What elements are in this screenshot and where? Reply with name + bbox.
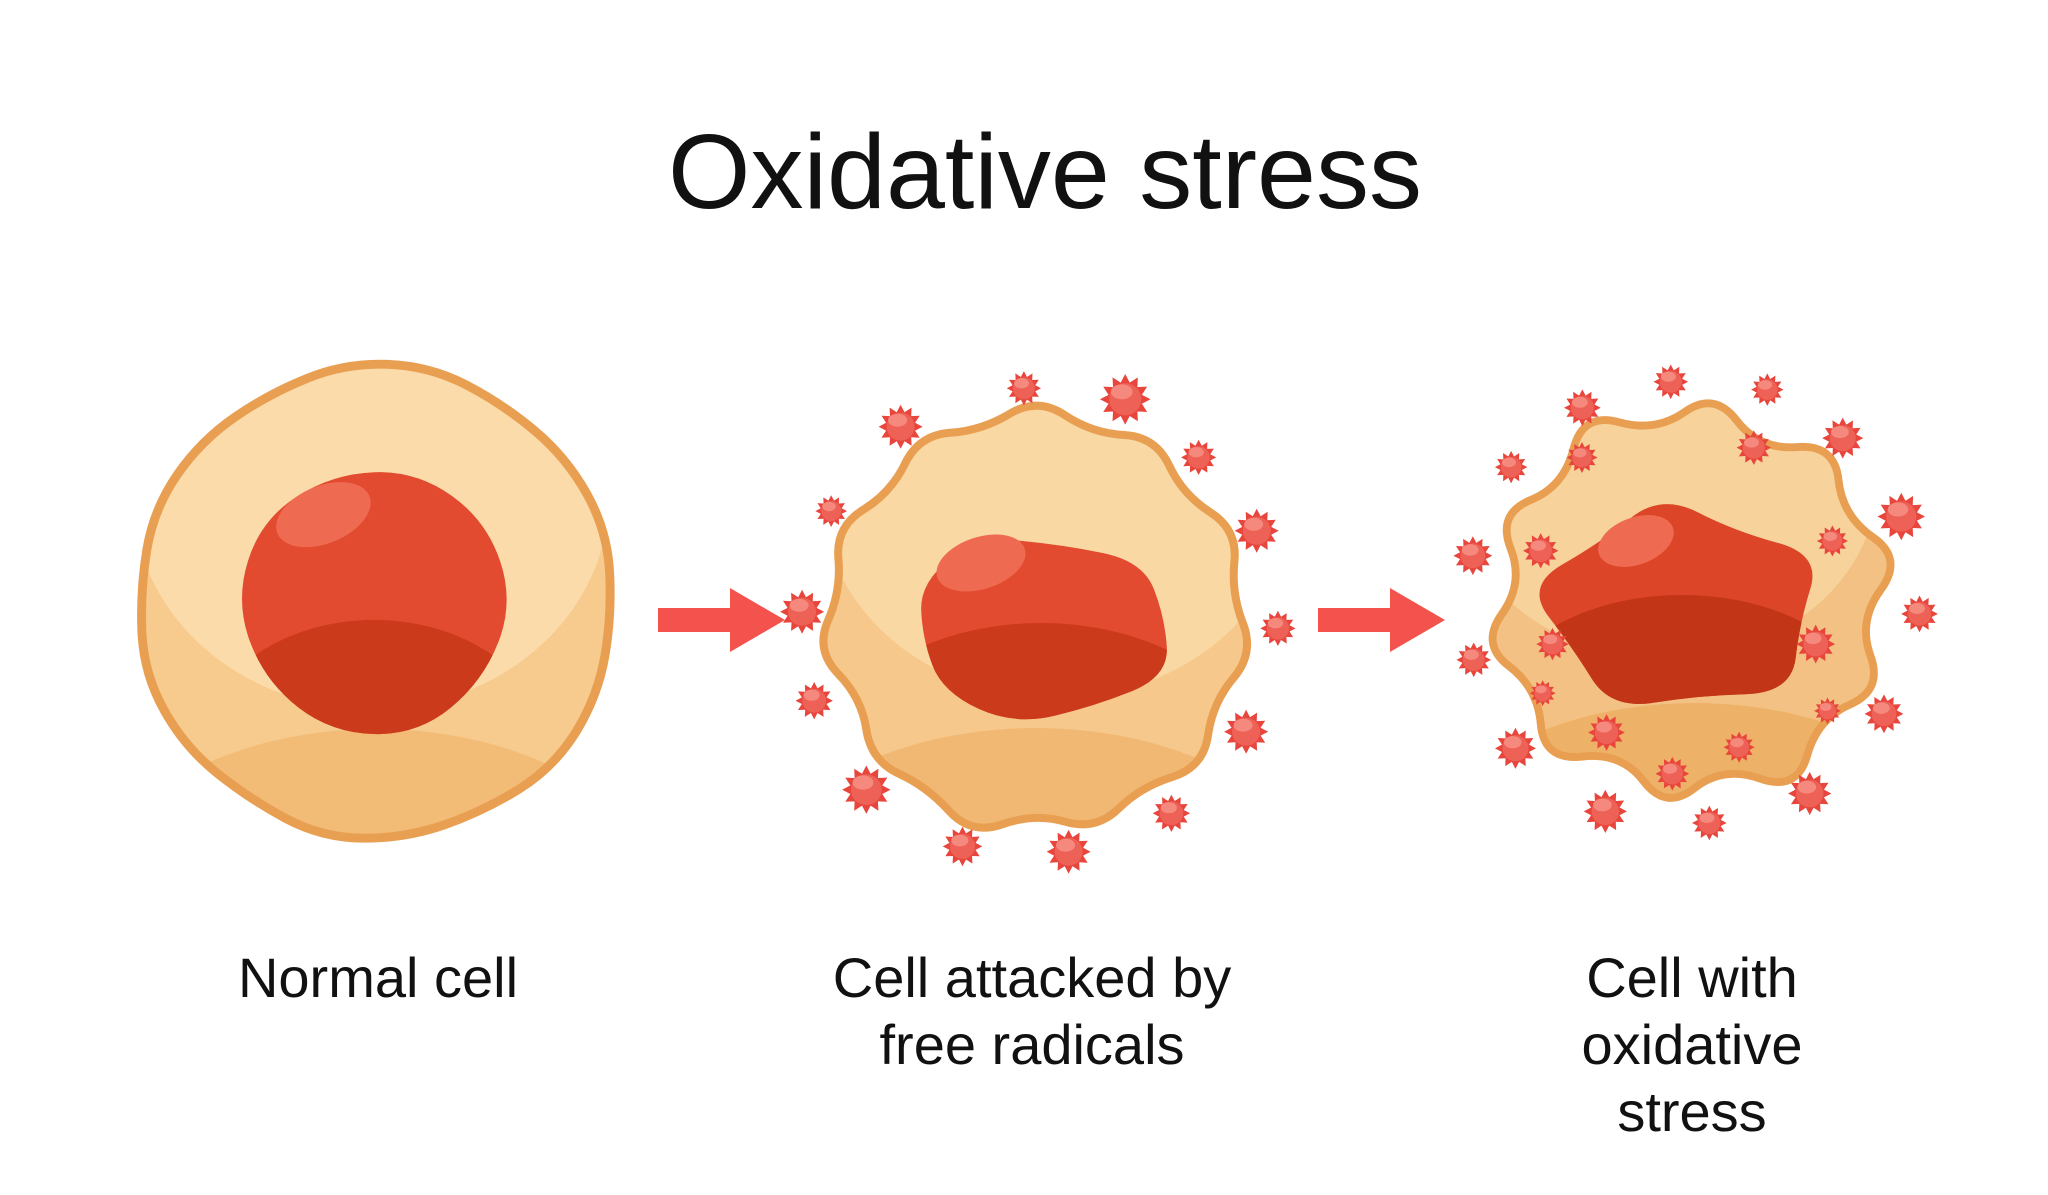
- free-radical-icon: [1814, 697, 1841, 725]
- free-radical-icon: [942, 826, 983, 867]
- free-radical-icon: [1494, 450, 1528, 484]
- free-radical-icon: [780, 589, 825, 634]
- free-radical-icon: [878, 404, 923, 449]
- stressed-cell-figure: [1453, 364, 1938, 841]
- right-arrow-icon: [1318, 588, 1445, 652]
- free-radical-icon: [1751, 373, 1784, 406]
- free-radical-icon: [1588, 714, 1625, 751]
- free-radical-icon: [1529, 680, 1556, 707]
- free-radical-icon: [1099, 374, 1151, 425]
- normal-cell-label: Normal cell: [237, 946, 519, 1009]
- free-radical-icon: [1864, 694, 1904, 734]
- stressed-cell-label: Cell with oxidative stress: [1581, 946, 1803, 1143]
- free-radical-icon: [1152, 794, 1191, 832]
- free-radical-icon: [1456, 642, 1492, 678]
- diagram-title: Oxidative stress: [667, 113, 1423, 231]
- free-radical-icon: [1822, 417, 1864, 459]
- free-radical-icon: [1224, 709, 1269, 754]
- free-radical-icon: [842, 765, 891, 814]
- free-radical-icon: [1655, 756, 1690, 791]
- free-radical-icon: [1736, 430, 1772, 465]
- free-radical-icon: [1566, 441, 1598, 474]
- free-radical-icon: [795, 682, 833, 720]
- attacked-cell-figure: [780, 371, 1296, 874]
- free-radical-icon: [1816, 525, 1848, 557]
- free-radical-icon: [1453, 536, 1493, 576]
- free-radical-icon: [1901, 595, 1938, 633]
- free-radical-icon: [1877, 492, 1926, 541]
- free-radical-icon: [1234, 508, 1279, 553]
- attacked-cell-label: Cell attacked by free radicals: [832, 946, 1232, 1076]
- free-radical-icon: [1181, 439, 1217, 475]
- free-radical-icon: [1046, 829, 1091, 874]
- free-radical-icon: [1796, 624, 1836, 664]
- free-radical-icon: [1653, 364, 1689, 400]
- free-radical-icon: [1563, 389, 1601, 427]
- right-arrow-icon: [658, 588, 785, 652]
- free-radical-icon: [1260, 610, 1296, 646]
- free-radical-icon: [1692, 805, 1727, 841]
- free-radical-icon: [815, 495, 848, 527]
- free-radical-icon: [1522, 533, 1559, 569]
- free-radical-icon: [1494, 727, 1536, 769]
- free-radical-icon: [1788, 771, 1832, 816]
- free-radical-icon: [1536, 627, 1569, 661]
- free-radical-icon: [1583, 789, 1627, 833]
- free-radical-icon: [1723, 731, 1755, 763]
- normal-cell-figure: [137, 359, 615, 843]
- free-radical-icon: [1006, 371, 1042, 406]
